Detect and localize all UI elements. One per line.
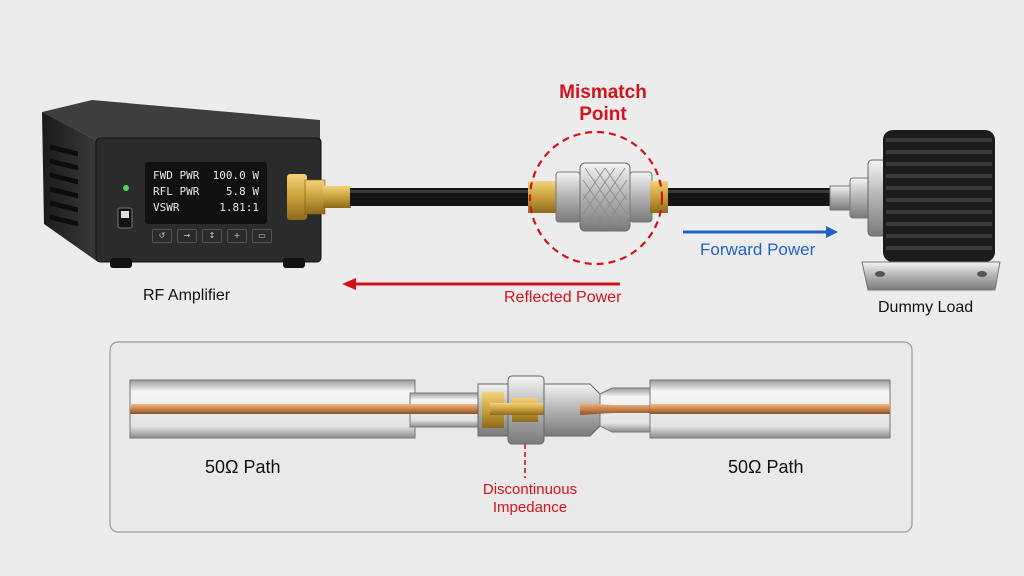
amp-button-1[interactable]: ↺ xyxy=(152,229,172,243)
dummy-load xyxy=(829,130,1001,291)
discontinuous-label-line2: Impedance xyxy=(492,499,568,516)
forward-power-arrow xyxy=(683,226,838,238)
cross-section-coax xyxy=(129,375,891,445)
coax-cable xyxy=(350,188,835,206)
display-label: FWD PWR xyxy=(153,169,200,182)
display-row-vswr: VSWR 1.81:1 xyxy=(153,200,259,216)
mismatch-label-line1: Mismatch xyxy=(559,82,647,103)
mismatch-circle xyxy=(528,130,664,266)
mismatch-point-label: Mismatch Point xyxy=(503,82,703,126)
display-value: 1.81:1 xyxy=(219,201,259,214)
amp-button-4[interactable]: + xyxy=(227,229,247,243)
reflected-power-label: Reflected Power xyxy=(504,289,622,306)
forward-power-label: Forward Power xyxy=(700,240,816,259)
amp-button-5[interactable]: ▭ xyxy=(252,229,272,243)
reflected-power-arrow xyxy=(342,278,620,290)
discontinuous-impedance-label: Discontinuous Impedance xyxy=(445,481,615,517)
amplifier-buttons: ↺ → ↕ + ▭ xyxy=(152,229,272,243)
display-row-reflected: RFL PWR 5.8 W xyxy=(153,184,259,200)
display-label: VSWR xyxy=(153,201,180,214)
amp-button-3[interactable]: ↕ xyxy=(202,229,222,243)
amplifier-display: FWD PWR 100.0 W RFL PWR 5.8 W VSWR 1.81:… xyxy=(145,162,267,224)
mismatch-label-line2: Point xyxy=(579,104,627,125)
rf-amplifier-label: RF Amplifier xyxy=(143,287,231,304)
discontinuous-label-line1: Discontinuous xyxy=(482,481,578,498)
dummy-load-label: Dummy Load xyxy=(878,299,974,316)
display-row-forward: FWD PWR 100.0 W xyxy=(153,168,259,184)
display-label: RFL PWR xyxy=(153,185,200,198)
amp-button-2[interactable]: → xyxy=(177,229,197,243)
left-path-label: 50Ω Path xyxy=(205,457,281,477)
display-value: 100.0 W xyxy=(212,169,259,182)
right-path-label: 50Ω Path xyxy=(728,457,804,477)
inline-adapter xyxy=(528,162,668,232)
display-value: 5.8 W xyxy=(225,185,259,198)
